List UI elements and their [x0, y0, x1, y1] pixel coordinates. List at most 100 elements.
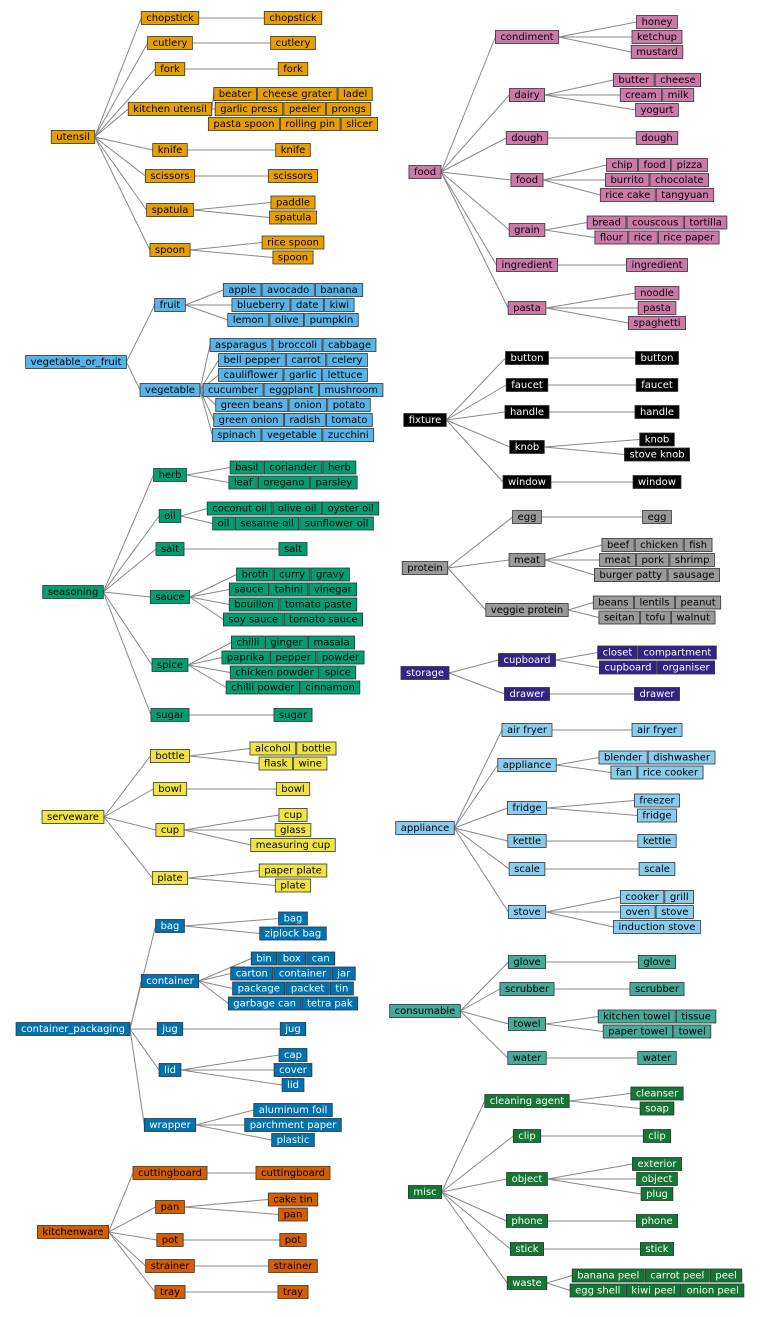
- node-label: spatula: [152, 205, 189, 216]
- node-label: waste: [512, 1278, 542, 1289]
- node-label: tortilla: [689, 218, 722, 229]
- leaf-node-cauliflower: cauliflower: [218, 368, 284, 382]
- node-box: [149, 749, 191, 763]
- node-box: [498, 653, 556, 667]
- node-label: fork: [160, 64, 180, 75]
- node-box: [273, 567, 311, 582]
- node-label: garlic: [289, 370, 317, 381]
- node-label: pasta: [643, 303, 671, 314]
- node-label: beater: [219, 89, 253, 100]
- edge-cup-leaf-row: [183, 829, 251, 846]
- node-box: [277, 62, 309, 76]
- node-box: [267, 169, 319, 183]
- leaf-node-apple: apple: [222, 283, 262, 297]
- edge-fixture-faucet: [446, 384, 507, 421]
- node-label: oyster oil: [328, 504, 374, 515]
- edge-bottle-leaf-row: [189, 748, 251, 757]
- node-box: [280, 117, 341, 131]
- category-node-oil: oil: [158, 509, 182, 523]
- node-label: scissors: [150, 171, 189, 182]
- leaf-node-salt: salt: [278, 542, 308, 556]
- node-label: sugar: [156, 710, 185, 721]
- node-box: [158, 509, 182, 523]
- node-label: chopstick: [146, 13, 194, 24]
- node-box: [612, 73, 655, 87]
- node-label: phone: [641, 1216, 672, 1227]
- node-box: [647, 750, 716, 765]
- node-box: [507, 301, 547, 315]
- leaf-node-ginger: ginger: [264, 635, 308, 650]
- node-box: [277, 1285, 309, 1299]
- node-label: masala: [313, 638, 349, 649]
- edge-food-dough: [440, 137, 507, 173]
- node-box: [403, 413, 447, 427]
- leaf-node-tofu: tofu: [640, 610, 671, 625]
- node-label: chicken: [640, 540, 678, 551]
- node-label: strainer: [274, 1261, 314, 1272]
- category-node-food: food: [510, 173, 544, 187]
- edge-misc-object: [441, 1178, 507, 1193]
- node-box: [261, 235, 325, 250]
- leaf-node-peanut: peanut: [675, 595, 722, 610]
- leaf-node-parsley: parsley: [310, 475, 358, 490]
- leaf-node-soap: soap: [639, 1101, 675, 1116]
- leaf-node-clip: clip: [642, 1129, 672, 1143]
- node-label: spoon: [155, 245, 185, 256]
- node-label: prongs: [332, 104, 366, 115]
- node-box: [229, 665, 320, 680]
- node-box: [602, 1024, 674, 1039]
- node-box: [671, 158, 708, 172]
- category-node-cutlery: cutlery: [147, 36, 193, 50]
- root-node-storage: storage: [400, 666, 450, 680]
- node-label: glove: [513, 957, 540, 968]
- node-box: [244, 1118, 342, 1132]
- node-label: egg: [518, 512, 537, 523]
- node-label: rice cake: [605, 190, 650, 201]
- node-box: [327, 398, 371, 412]
- node-label: avocado: [267, 285, 309, 296]
- node-box: [507, 1051, 547, 1065]
- node-box: [310, 475, 358, 490]
- leaf-node-powder: powder: [316, 650, 365, 665]
- node-label: storage: [406, 668, 444, 679]
- category-node-egg: egg: [512, 510, 542, 524]
- node-label: pot: [162, 1235, 178, 1246]
- edge-utensil-scissors: [94, 136, 146, 177]
- category-node-sugar: sugar: [150, 708, 190, 722]
- category-node-towel: towel: [508, 1017, 546, 1031]
- node-label: rice: [634, 233, 653, 244]
- edge-spoon-leaf-row: [190, 242, 263, 251]
- node-label: meat: [605, 555, 631, 566]
- category-node-spatula: spatula: [146, 203, 194, 217]
- leaf-node-cooker: cooker: [619, 890, 665, 904]
- node-label: bouillon: [234, 600, 274, 611]
- node-box: [153, 468, 187, 482]
- leaf-node-fish: fish: [683, 538, 713, 552]
- node-box: [634, 595, 675, 610]
- leaf-node-scrubber: scrubber: [629, 982, 685, 996]
- node-box: [231, 298, 291, 312]
- node-label: leaf: [234, 478, 253, 489]
- node-label: rice cooker: [643, 768, 699, 779]
- node-box: [283, 102, 326, 116]
- edge-appliance-leaf-row: [556, 757, 600, 766]
- node-label: pumpkin: [310, 315, 354, 326]
- node-label: radish: [289, 415, 320, 426]
- node-box: [337, 87, 373, 101]
- leaf-node-burger-patty: burger patty: [594, 568, 668, 582]
- node-box: [683, 215, 728, 230]
- node-label: cooker: [625, 892, 659, 903]
- node-label: ziplock bag: [265, 929, 322, 940]
- edge-fruit-leaf-row: [185, 304, 228, 321]
- node-box: [597, 645, 638, 660]
- leaf-node-chip: chip: [606, 158, 638, 172]
- leaf-node-noodle: noodle: [634, 286, 680, 300]
- leaf-node-chopstick: chopstick: [263, 11, 323, 25]
- edge-utensil-fork: [94, 68, 156, 138]
- edge-consumable-glove: [459, 961, 509, 1012]
- node-label: ketchup: [637, 32, 677, 43]
- node-box: [258, 756, 293, 771]
- leaf-node-package: package: [232, 981, 286, 996]
- node-label: wrapper: [149, 1120, 191, 1131]
- root-node-protein: protein: [401, 561, 449, 575]
